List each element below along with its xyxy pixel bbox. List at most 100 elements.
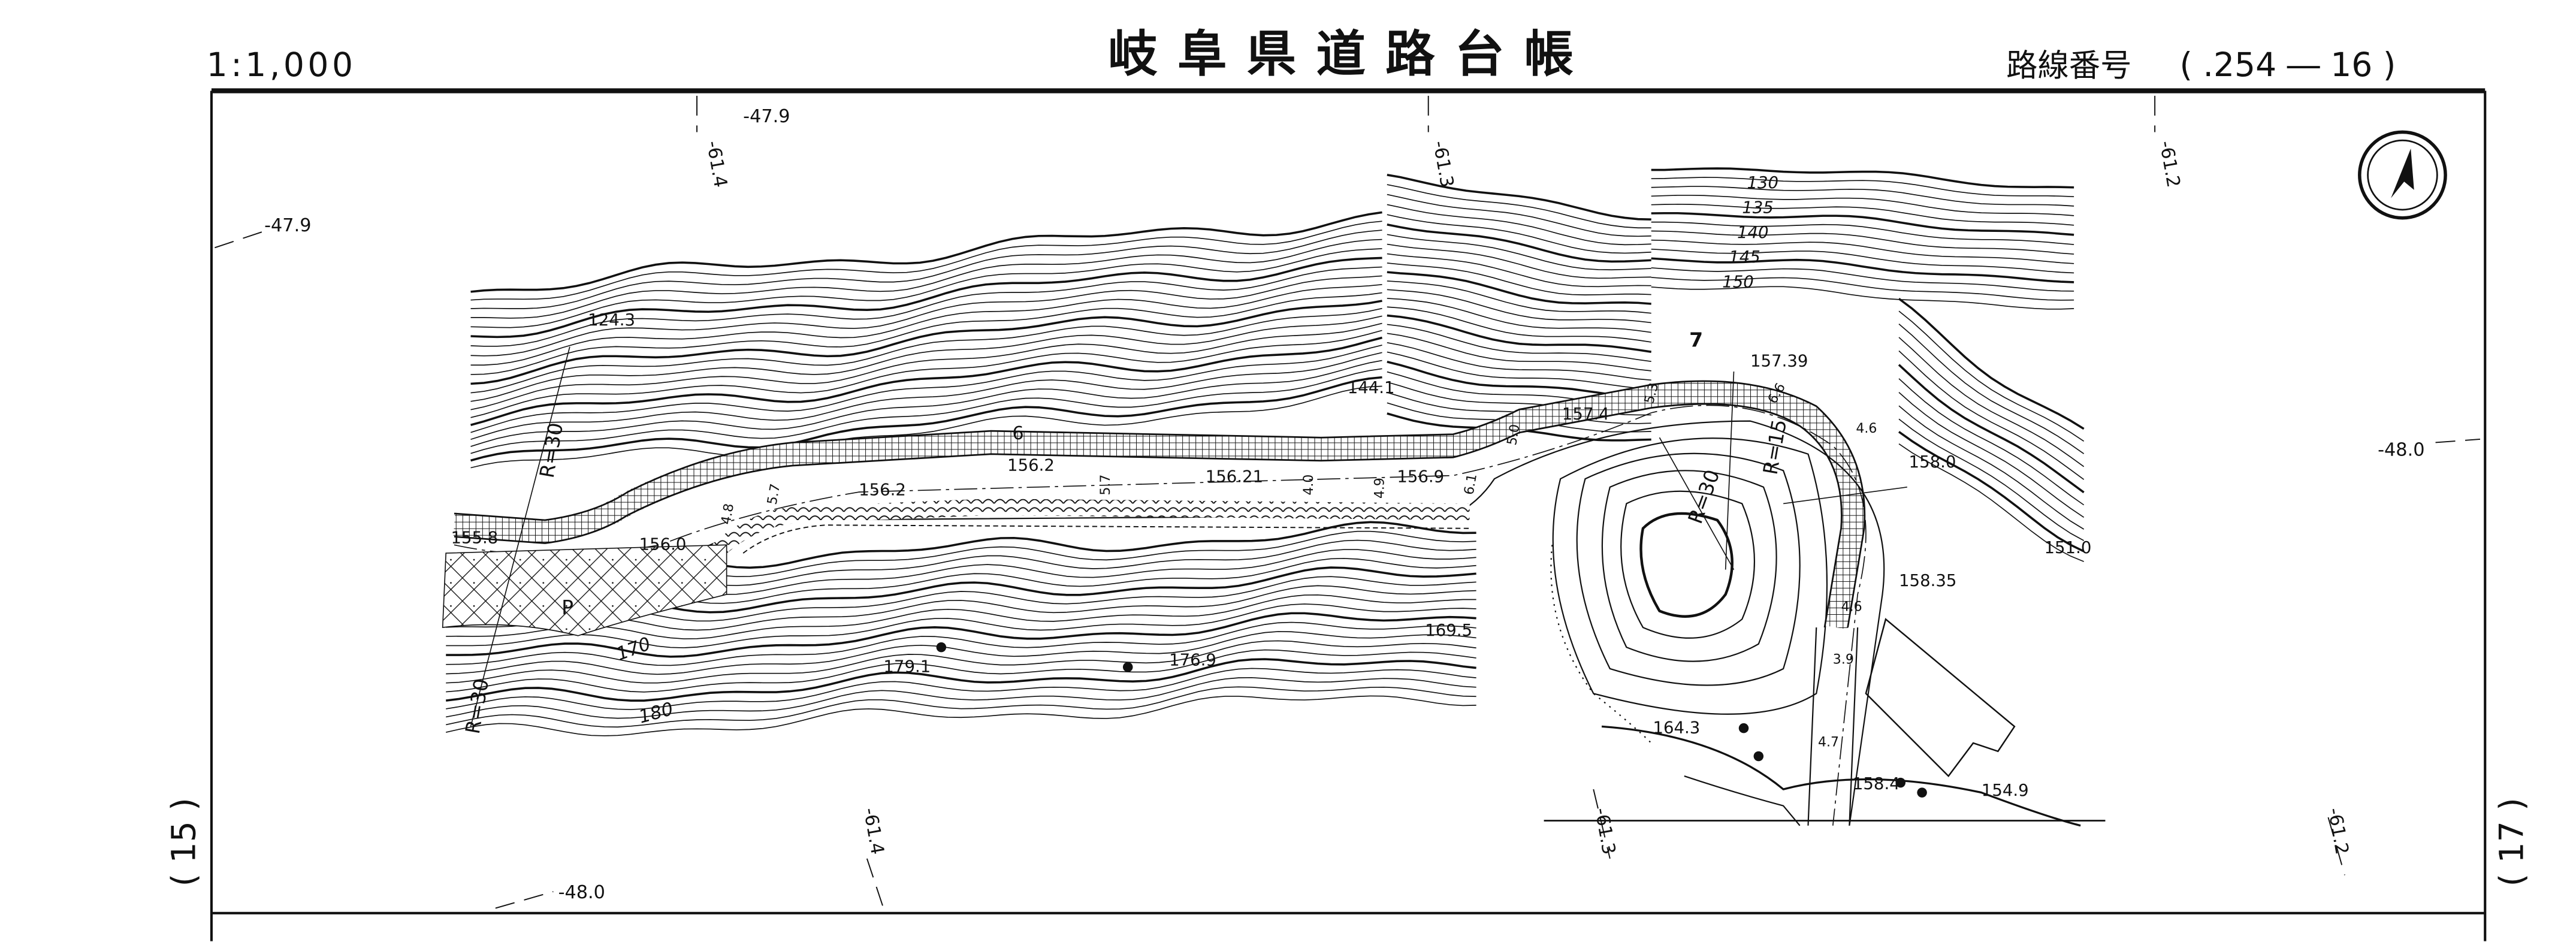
contour-line	[1387, 289, 1651, 324]
radius-label: R=30	[461, 677, 494, 736]
dimension: 4.6	[1856, 421, 1877, 436]
contour-line	[446, 677, 1476, 719]
dimension: 4.8	[718, 502, 737, 526]
contour-line	[1387, 174, 1651, 221]
retaining-wall-wave	[742, 524, 1470, 554]
contour-line	[446, 640, 1476, 684]
contour-line	[470, 300, 1382, 385]
contour-line	[445, 658, 1476, 702]
contour-line	[446, 612, 1476, 658]
spot-height: 158.0	[1909, 452, 1956, 472]
spot-height: 157.39	[1750, 352, 1808, 371]
contour-line	[1898, 310, 2085, 442]
north-arrow-icon	[2358, 130, 2447, 220]
spot-height-labels: 124.3 144.1 157.4 157.39 158.0 151.0 158…	[451, 310, 2091, 800]
width-dimensions: 5.7 4.8 5.7 4.0 4.9 6.1 5.0 5.3 6.6 4.6 …	[718, 381, 1877, 750]
contour-line	[470, 211, 1382, 293]
contour-line	[1651, 267, 2074, 292]
contour-line	[1387, 298, 1651, 333]
contour-line	[470, 238, 1382, 319]
contour-line	[470, 368, 1382, 454]
map-frame	[210, 88, 2487, 941]
contour-line	[470, 385, 1382, 469]
contour-line	[1651, 286, 2074, 310]
contour-line	[1651, 204, 2074, 226]
spot-height: 151.0	[2045, 538, 2092, 557]
contour-label: 135	[1742, 198, 1774, 217]
contour-line	[470, 322, 1382, 410]
grid-label: -61.3	[1429, 139, 1457, 189]
contour-line	[1387, 306, 1651, 343]
contour-line	[470, 283, 1382, 366]
contour-line	[1651, 186, 2074, 207]
contour-line	[470, 256, 1382, 339]
contour-line	[1898, 298, 2085, 430]
grid-label: -61.4	[859, 806, 887, 856]
contour-line	[470, 315, 1382, 402]
hill-contours	[1550, 437, 1828, 744]
contour-line	[1898, 392, 2085, 518]
contour-line	[470, 275, 1382, 357]
parking-mark: P	[561, 596, 573, 619]
contour-line	[1387, 204, 1651, 246]
survey-points	[936, 642, 1927, 798]
contour-label: 170	[614, 633, 653, 665]
map-title: 岐阜県道路台帳	[1108, 25, 1593, 83]
contour-line	[1387, 214, 1651, 254]
contour-line	[446, 603, 1476, 648]
road-network	[442, 380, 2106, 827]
left-page-number: ( 15 )	[164, 798, 203, 886]
spot-height: 158.4	[1853, 774, 1900, 793]
spot-height: 144.1	[1348, 378, 1395, 397]
radius-label: R=15	[1759, 418, 1792, 476]
building	[1865, 618, 2016, 777]
spot-height: 156.0	[639, 535, 687, 554]
contour-line	[1651, 239, 2074, 264]
contour-line	[1387, 184, 1651, 229]
contour-line	[1898, 443, 2084, 562]
contour-line	[1898, 418, 2085, 541]
parking-area	[442, 544, 727, 636]
grid-label: -61.2	[2324, 806, 2352, 856]
contour-line	[1898, 364, 2085, 494]
spot-height: 156.9	[1397, 467, 1444, 487]
contour-label: 140	[1737, 223, 1769, 242]
contour-line	[1387, 234, 1651, 271]
spot-height: 156.2	[1007, 455, 1055, 475]
route-label: 路線番号	[2006, 47, 2131, 84]
grid-label: -61.3	[1590, 806, 1619, 856]
grid-label: -48.0	[558, 882, 605, 903]
contour-line	[470, 360, 1382, 447]
contour-line	[446, 631, 1476, 675]
contour-line	[1387, 271, 1651, 305]
dimension: 5.7	[765, 482, 784, 506]
grid-label: -61.4	[702, 139, 731, 189]
road-centerline	[454, 404, 1867, 826]
contour-line	[1651, 257, 2074, 283]
contour-line	[470, 376, 1382, 462]
grid-label: -61.2	[2155, 139, 2184, 189]
contour-line	[470, 307, 1382, 394]
contour-line	[1898, 323, 2085, 454]
spot-height: 154.9	[1982, 781, 2029, 800]
contour-line	[1387, 324, 1651, 362]
contour-line	[470, 345, 1382, 433]
spot-height: 158.35	[1899, 571, 1956, 590]
dimension: 3.9	[1833, 653, 1854, 668]
contour-line	[1898, 350, 2085, 480]
contour-line	[1387, 342, 1651, 381]
contour-line	[1651, 277, 2074, 301]
contour-line	[446, 594, 1476, 639]
grid-label: -47.9	[264, 215, 311, 236]
spot-height: 169.5	[1425, 621, 1472, 640]
contour-line	[1898, 337, 2085, 467]
contour-line	[1387, 333, 1651, 372]
contour-line	[1387, 194, 1651, 237]
contour-line	[470, 292, 1382, 375]
grid-label: -47.9	[743, 106, 790, 127]
spot-height: 157.4	[1562, 404, 1609, 424]
spot-height: 176.9	[1169, 650, 1216, 669]
contour-line	[1387, 262, 1651, 295]
contour-line	[446, 621, 1476, 666]
